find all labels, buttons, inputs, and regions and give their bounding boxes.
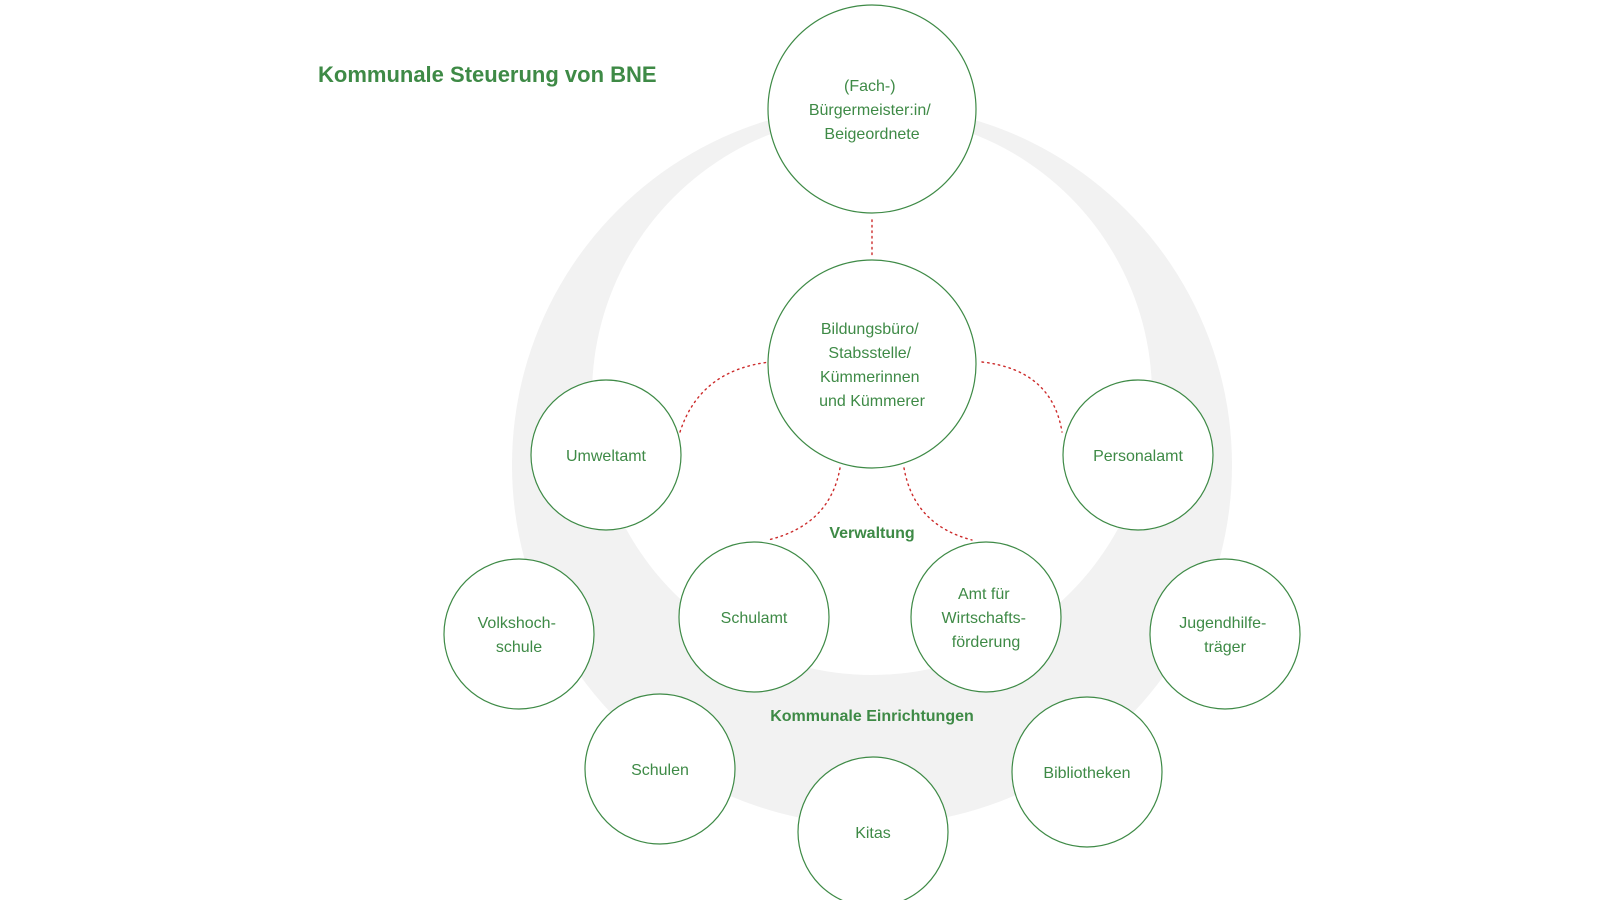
node-personalamt: Personalamt: [1062, 379, 1214, 531]
node-buergermeister-line-2: Bürgermeister:in/: [809, 102, 931, 119]
node-jugendhilfe: Jugendhilfe- träger: [1149, 558, 1301, 710]
node-bildungsbuero-line-2: Stabsstelle/: [828, 345, 911, 362]
node-schulen-line-1: Schulen: [631, 762, 689, 779]
svg-text:Schulen: Schulen: [631, 762, 689, 779]
node-umweltamt: Umweltamt: [530, 379, 682, 531]
node-bildungsbuero-line-3: Kümmerinnen: [820, 369, 920, 386]
node-bildungsbuero-line-4: und Kümmerer: [819, 393, 925, 410]
connector-office-wirtschaft: [903, 467, 973, 541]
node-buergermeister: (Fach-) Bürgermeister:in/ Beigeordnete: [767, 4, 977, 214]
node-wirtschaft: Amt für Wirtschafts- förderung: [910, 541, 1062, 693]
node-kitas: Kitas: [797, 756, 949, 900]
node-schulen: Schulen: [584, 693, 736, 845]
node-bibliotheken-line-1: Bibliotheken: [1043, 765, 1130, 782]
svg-text:Bildungsbüro/ Stabsstell: Bildungsbüro/ Stabsstelle/ Kümmerinnen u…: [819, 321, 925, 410]
node-jugendhilfe-line-1: Jugendhilfe-: [1179, 615, 1266, 632]
node-bildungsbuero: Bildungsbüro/ Stabsstelle/ Kümmerinnen u…: [767, 259, 977, 469]
region-label-einrichtungen: Kommunale Einrichtungen: [770, 708, 974, 725]
node-volkshochschule-line-1: Volkshoch-: [478, 615, 556, 632]
node-kitas-line-1: Kitas: [855, 825, 891, 842]
node-wirtschaft-line-1: Amt für: [958, 586, 1010, 603]
region-label-verwaltung: Verwaltung: [829, 525, 914, 542]
svg-text:Kitas: Kitas: [855, 825, 891, 842]
node-buergermeister-line-1: (Fach-): [844, 78, 896, 95]
connector-office-schulamt: [767, 467, 841, 541]
node-umweltamt-line-1: Umweltamt: [566, 448, 647, 465]
svg-text:Bibliotheken: Bibliotheken: [1043, 765, 1130, 782]
node-buergermeister-line-3: Beigeordnete: [824, 126, 919, 143]
diagram-title: Kommunale Steuerung von BNE: [318, 62, 657, 87]
node-jugendhilfe-line-2: träger: [1204, 639, 1246, 656]
svg-text:Volkshoch- schule: Volkshoch- schule: [478, 615, 561, 656]
node-schulamt: Schulamt: [678, 541, 830, 693]
connector-office-personalamt: [981, 361, 1063, 433]
node-volkshochschule-line-2: schule: [496, 639, 542, 656]
node-wirtschaft-line-3: förderung: [952, 634, 1021, 651]
svg-text:Amt für Wirtschafts-: Amt für Wirtschafts- förderung: [942, 586, 1031, 651]
node-personalamt-line-1: Personalamt: [1093, 448, 1183, 465]
svg-text:Jugendhilfe- träger: Jugendhilfe- träger: [1179, 615, 1271, 656]
svg-text:Personalamt: Personalamt: [1093, 448, 1183, 465]
node-schulamt-line-1: Schulamt: [721, 610, 788, 627]
node-volkshochschule: Volkshoch- schule: [443, 558, 595, 710]
connector-office-umweltamt: [679, 361, 771, 433]
svg-text:Schulamt: Schulamt: [721, 610, 788, 627]
node-bildungsbuero-line-1: Bildungsbüro/: [821, 321, 919, 338]
svg-text:(Fach-) Bürgermeister:in: (Fach-) Bürgermeister:in/ Beigeordnete: [809, 78, 935, 143]
svg-text:Umweltamt: Umweltamt: [566, 448, 647, 465]
node-wirtschaft-line-2: Wirtschafts-: [942, 610, 1026, 627]
node-bibliotheken: Bibliotheken: [1011, 696, 1163, 848]
